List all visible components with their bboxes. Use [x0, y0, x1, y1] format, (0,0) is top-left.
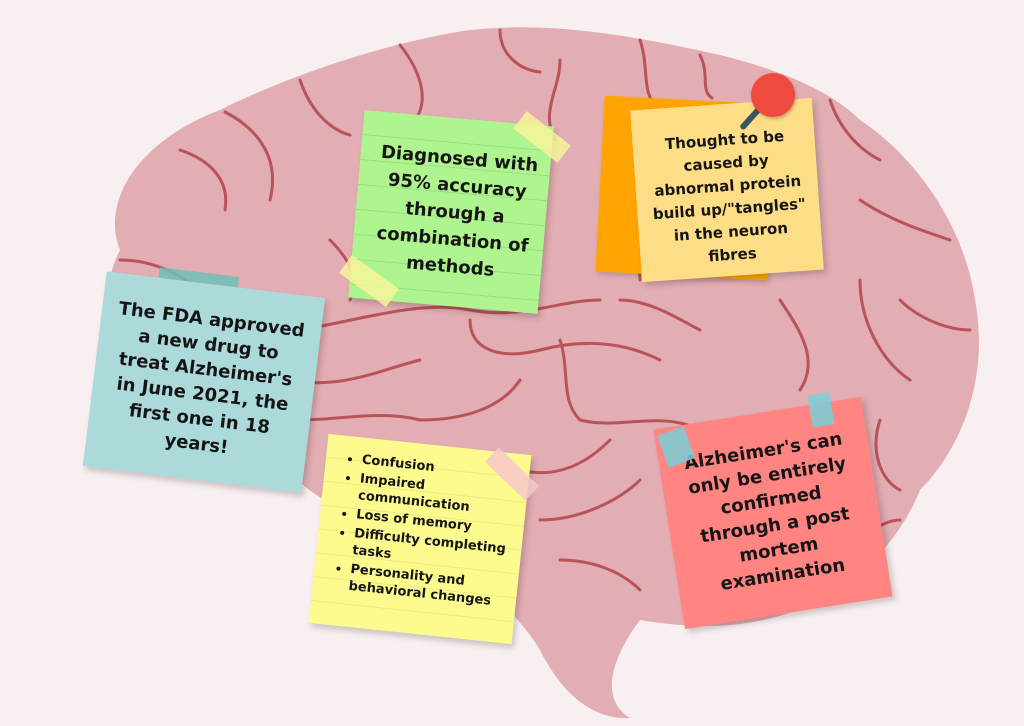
note-cause-text: Thought to be caused by abnormal protein…: [652, 126, 807, 266]
note-diagnosis-text: Diagnosed with 95% accuracy through a co…: [375, 141, 540, 281]
note-fda-approval: The FDA approved a new drug to treat Alz…: [82, 271, 326, 493]
note-confirmation-text: Alzheimer's can only be entirely confirm…: [682, 428, 851, 595]
symptoms-list: Confusion Impaired communication Loss of…: [324, 449, 522, 613]
note-fda-approval-text: The FDA approved a new drug to treat Alz…: [115, 298, 306, 459]
note-confirmation: Alzheimer's can only be entirely confirm…: [653, 396, 893, 630]
push-pin-icon: [751, 73, 795, 117]
note-cause: Thought to be caused by abnormal protein…: [630, 97, 824, 283]
